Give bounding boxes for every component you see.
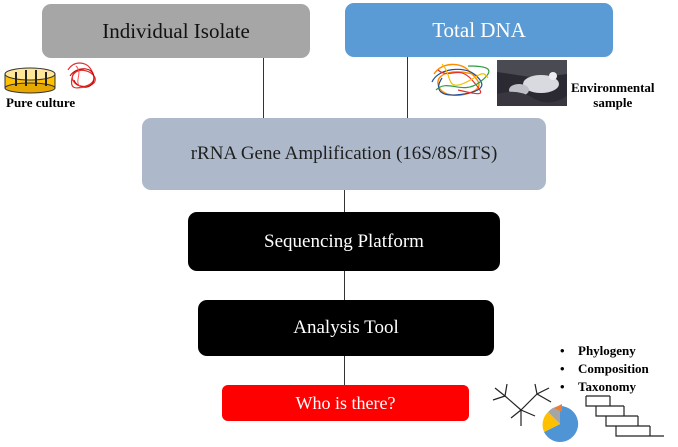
rrna-amplification-label: rRNA Gene Amplification (16S/8S/ITS) — [190, 143, 498, 164]
environmental-sample-label: Environmental sample — [571, 80, 655, 110]
environmental-sample-line2: sample — [593, 95, 633, 110]
sequencing-platform-label: Sequencing Platform — [264, 230, 424, 252]
pie-chart-icon — [542, 404, 579, 442]
analysis-tool-label: Analysis Tool — [293, 317, 399, 338]
petri-dish-icon — [4, 67, 56, 94]
rrna-amplification-box: rRNA Gene Amplification (16S/8S/ITS) — [142, 118, 546, 190]
connector-isolate-to-rrna — [263, 58, 264, 118]
dna-strand-icon — [431, 63, 490, 96]
dna-strand-icon — [67, 62, 96, 89]
environmental-sample-line1: Environmental — [571, 80, 655, 95]
taxonomy-ladder-icon — [585, 395, 664, 437]
outcomes-list: Phylogeny Composition Taxonomy — [560, 342, 649, 396]
analysis-tool-box: Analysis Tool — [198, 300, 494, 356]
environment-photo-icon — [497, 60, 567, 106]
connector-analysis-to-result — [344, 356, 345, 385]
total-dna-box: Total DNA — [345, 3, 613, 57]
outcome-item: Phylogeny — [560, 342, 649, 360]
connector-sequencing-to-analysis — [344, 271, 345, 300]
sequencing-platform-box: Sequencing Platform — [188, 212, 500, 271]
outcome-item: Taxonomy — [560, 378, 649, 396]
individual-isolate-label: Individual Isolate — [102, 18, 250, 43]
connector-totaldna-to-rrna — [407, 57, 408, 118]
total-dna-label: Total DNA — [432, 17, 526, 42]
who-is-there-label: Who is there? — [295, 392, 396, 413]
outcome-item: Composition — [560, 360, 649, 378]
who-is-there-box: Who is there? — [222, 385, 469, 421]
connector-rrna-to-sequencing — [344, 190, 345, 212]
phylogenetic-tree-icon — [492, 383, 552, 426]
pure-culture-label: Pure culture — [6, 95, 76, 110]
individual-isolate-box: Individual Isolate — [42, 4, 310, 58]
